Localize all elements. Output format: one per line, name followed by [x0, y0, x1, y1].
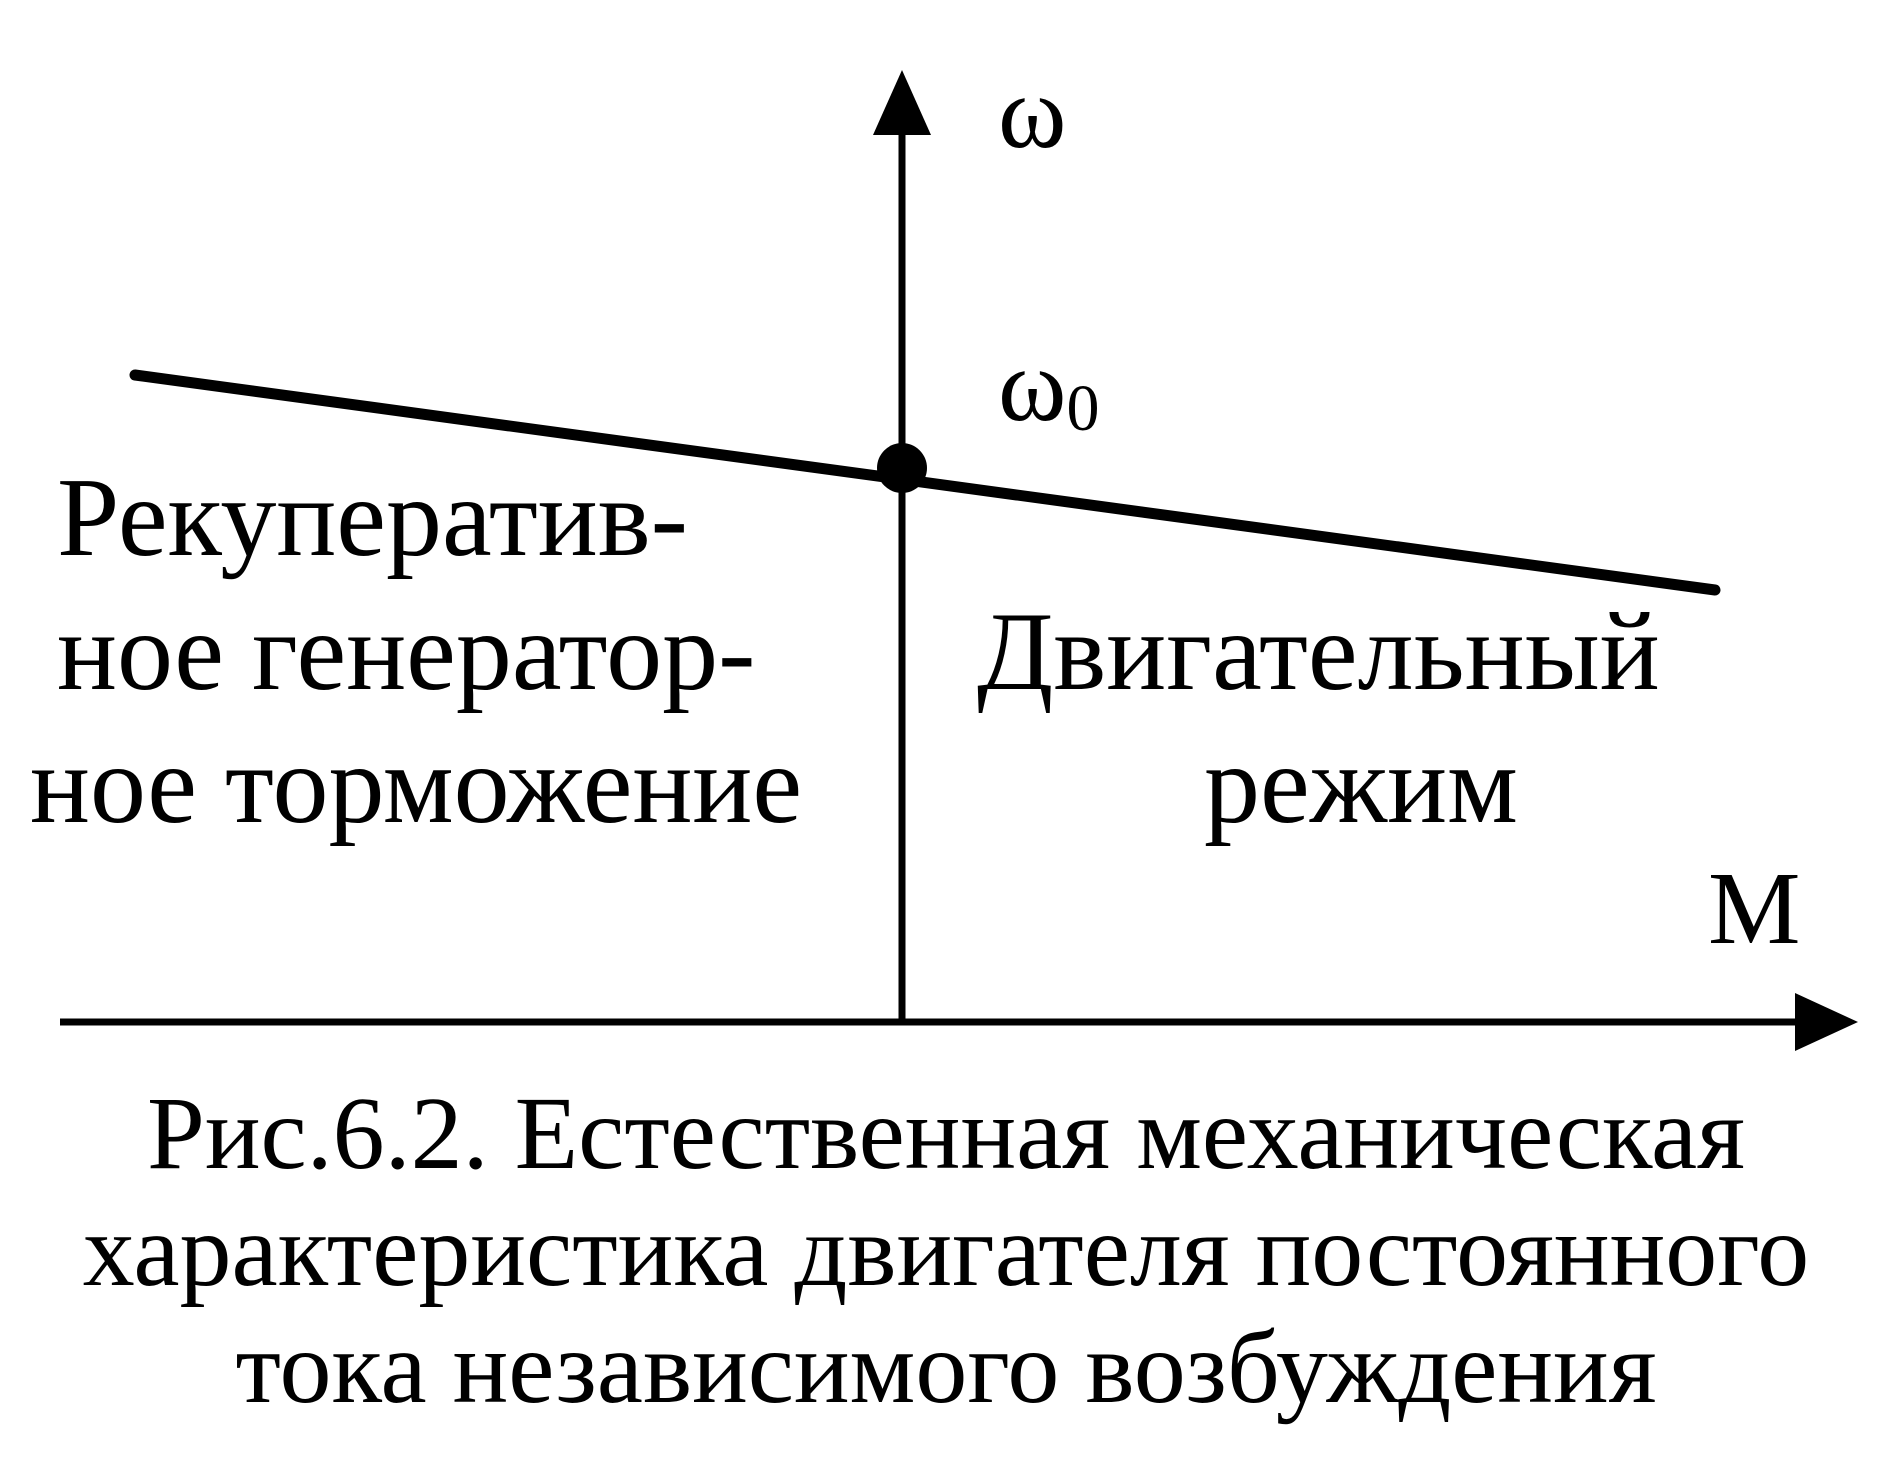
region-label-left-line-1: Рекуператив- — [57, 456, 688, 580]
region-label-left-line-3: ное торможение — [30, 723, 802, 847]
x-axis-arrowhead — [1795, 993, 1858, 1051]
x-axis-label: M — [1708, 851, 1800, 966]
region-label-right-line-1: Двигательный — [977, 590, 1660, 714]
y-axis-arrowhead — [873, 70, 931, 135]
region-label-left-line-2: ное генератор- — [57, 590, 755, 714]
y-axis-label: ω — [998, 55, 1066, 170]
characteristic-line — [129, 369, 1721, 596]
omega-zero-main: ω — [998, 328, 1066, 443]
caption-line-3: тока независимого возбуждения — [235, 1310, 1657, 1425]
figure-caption: Рис.6.2. Естественная механическая харак… — [0, 1075, 1892, 1426]
omega-zero-label: ω0 — [998, 328, 1099, 445]
omega-zero-point — [877, 443, 927, 493]
omega-zero-subscript: 0 — [1066, 372, 1099, 445]
caption-line-1: Рис.6.2. Естественная механическая — [147, 1076, 1745, 1191]
caption-line-2: характеристика двигателя постоянного — [82, 1193, 1810, 1308]
region-label-right-line-2: режим — [1204, 723, 1518, 847]
